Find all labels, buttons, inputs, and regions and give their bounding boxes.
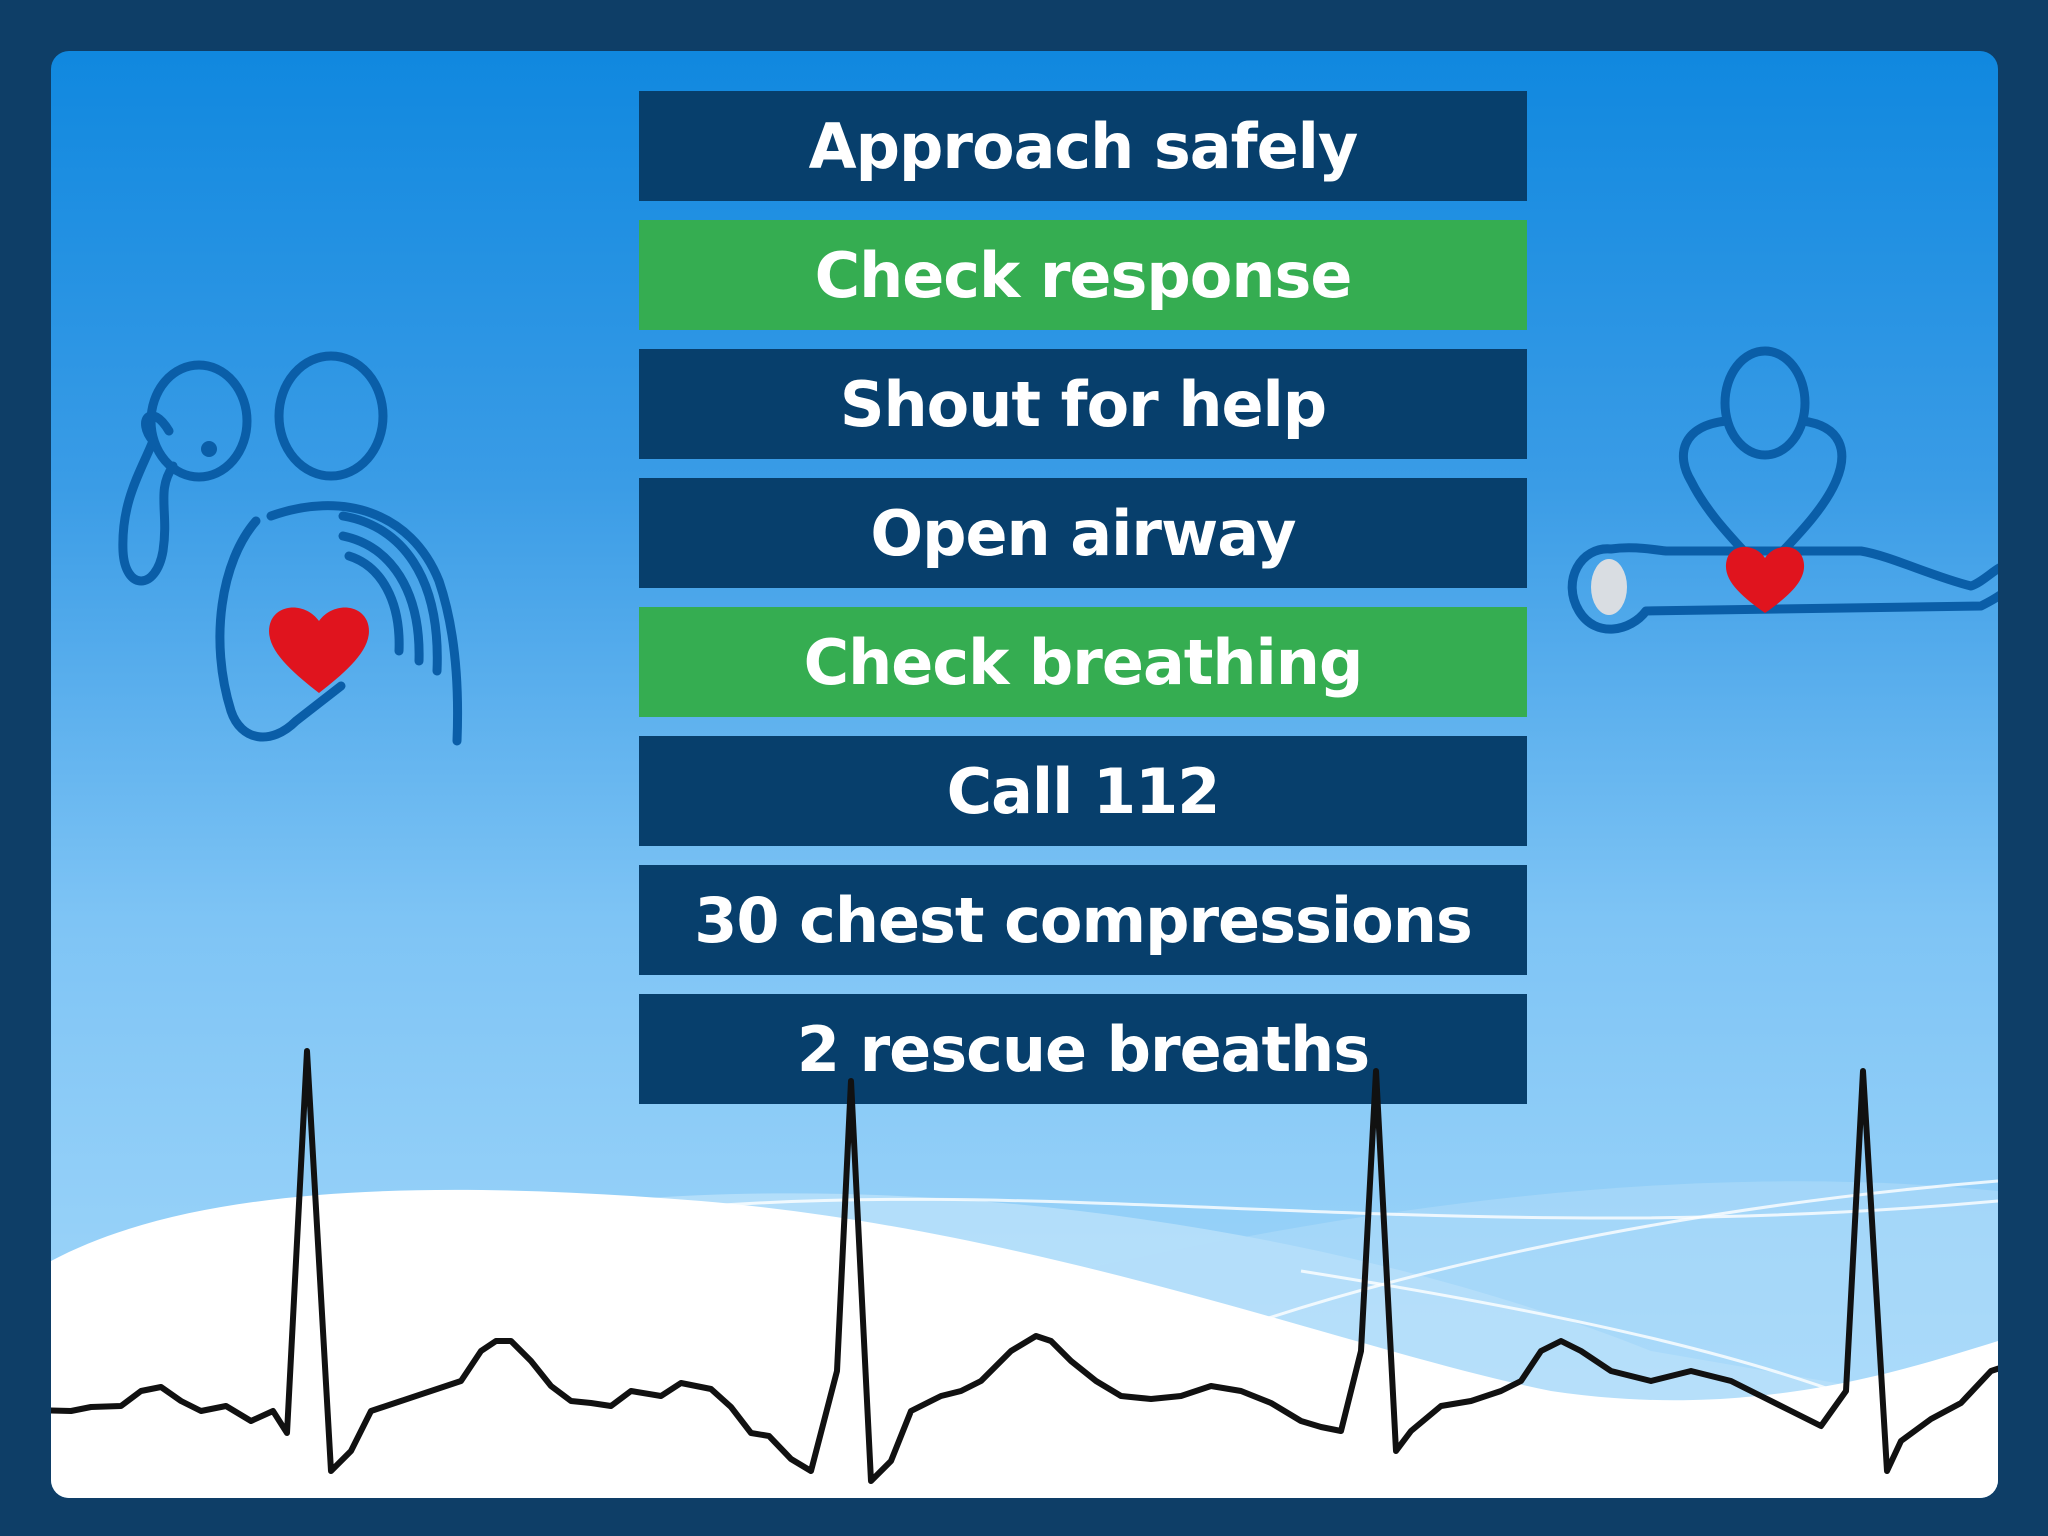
- step-label: Check response: [814, 238, 1353, 312]
- step-label: Approach safely: [808, 109, 1359, 183]
- ecg-trace: [51, 1048, 1998, 1484]
- step-label: Shout for help: [839, 367, 1327, 441]
- step-label: 2 rescue breaths: [796, 1012, 1370, 1086]
- step-item: Shout for help: [639, 349, 1527, 459]
- step-item: Check breathing: [639, 607, 1527, 717]
- cpr-steps-list: Approach safely Check response Shout for…: [639, 91, 1527, 1123]
- step-label: Open airway: [870, 496, 1296, 570]
- step-item: Open airway: [639, 478, 1527, 588]
- slide-panel: Approach safely Check response Shout for…: [51, 51, 1998, 1498]
- step-label: 30 chest compressions: [694, 883, 1473, 957]
- step-item: 30 chest compressions: [639, 865, 1527, 975]
- step-item: Check response: [639, 220, 1527, 330]
- cpr-compression-icon: [1567, 346, 1998, 634]
- step-item: Call 112: [639, 736, 1527, 846]
- step-item: Approach safely: [639, 91, 1527, 201]
- step-label: Check breathing: [803, 625, 1364, 699]
- step-label: Call 112: [946, 754, 1221, 828]
- listening-heartbeat-icon: [118, 351, 463, 746]
